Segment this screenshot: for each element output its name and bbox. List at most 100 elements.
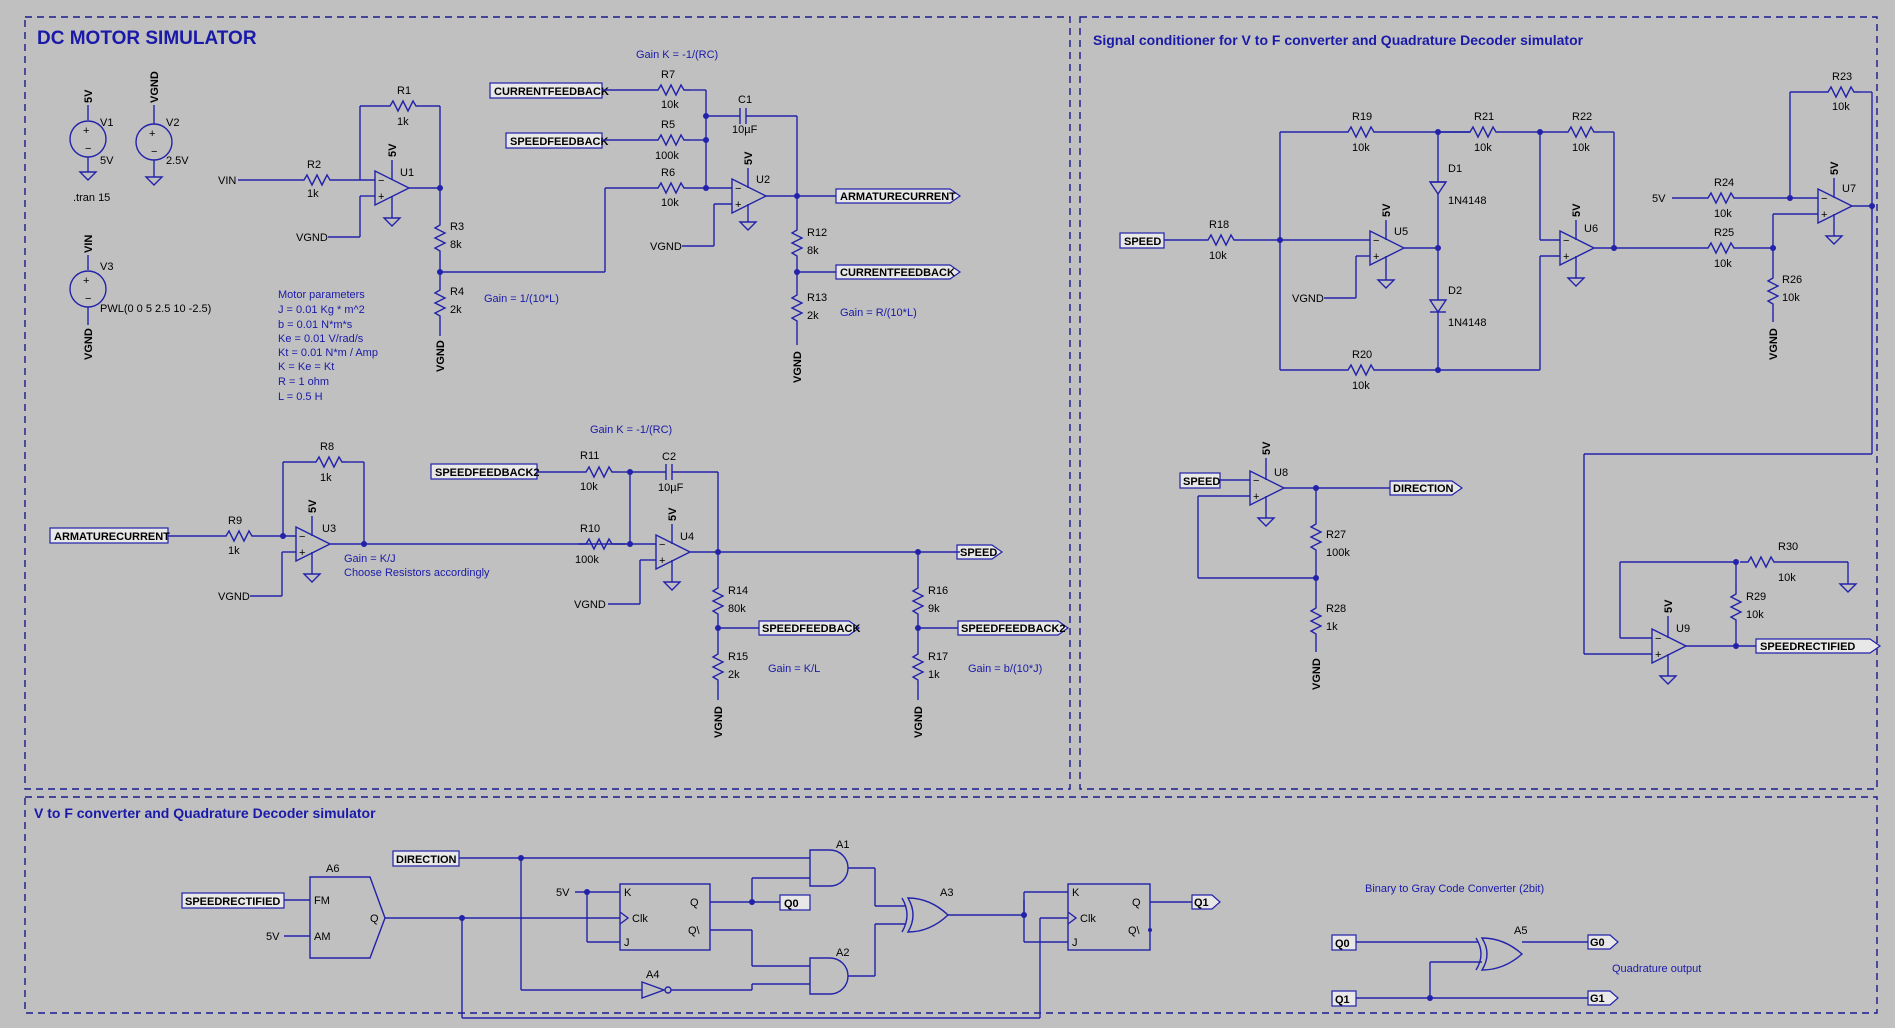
- svg-text:FM: FM: [314, 895, 330, 907]
- v1-net-label: 5V: [83, 89, 95, 103]
- svg-text:5V: 5V: [1663, 599, 1675, 613]
- flag-currentfeedback-out: [835, 264, 962, 280]
- d1-value: 1N4148: [1448, 195, 1487, 207]
- svg-text:+: +: [83, 275, 89, 287]
- svg-text:5V: 5V: [667, 507, 679, 521]
- svg-text:U4: U4: [680, 531, 694, 543]
- frame-signal-conditioner: [1079, 16, 1878, 790]
- svg-text:−: −: [151, 146, 157, 158]
- svg-text:VGND: VGND: [218, 591, 250, 603]
- flag-speed-out: [956, 544, 1004, 560]
- tran-directive: .tran 15: [73, 192, 110, 204]
- r16-name: R16: [928, 585, 948, 597]
- motor-param-6: R = 1 ohm: [278, 376, 329, 388]
- r27-value: 100k: [1326, 547, 1350, 559]
- svg-text:SPEED: SPEED: [1183, 476, 1220, 488]
- gate-a1: [809, 849, 849, 887]
- svg-text:+: +: [1821, 209, 1827, 221]
- svg-text:SPEEDFEEDBACK2: SPEEDFEEDBACK2: [961, 623, 1066, 635]
- svg-text:5V: 5V: [266, 931, 280, 943]
- r17-name: R17: [928, 651, 948, 663]
- r27-name: R27: [1326, 529, 1346, 541]
- svg-text:5V: 5V: [743, 151, 755, 165]
- svg-text:Q1: Q1: [1335, 994, 1350, 1006]
- flag-speedrectified-out: [1755, 638, 1882, 654]
- r4-name: R4: [450, 286, 464, 298]
- v1-name: V1: [100, 117, 113, 129]
- svg-text:SPEEDFEEDBACK2: SPEEDFEEDBACK2: [435, 467, 540, 479]
- stage-u1: VIN R2 1k −+ U1 5V VGND R1 1k R3 8k: [218, 85, 650, 372]
- source-v3[interactable]: +− VIN VGND V3 PWL(0 0 5 2.5 10 -2.5): [69, 235, 211, 360]
- svg-text:−: −: [1563, 235, 1569, 247]
- c1-name: C1: [738, 94, 752, 106]
- svg-text:Q0: Q0: [1335, 938, 1350, 950]
- svg-text:CURRENTFEEDBACK: CURRENTFEEDBACK: [840, 267, 955, 279]
- svg-text:−: −: [299, 531, 305, 543]
- svg-text:VGND: VGND: [913, 706, 925, 738]
- svg-text:+: +: [149, 128, 155, 140]
- svg-text:VGND: VGND: [792, 351, 804, 383]
- r16-value: 9k: [928, 603, 940, 615]
- source-v2[interactable]: +− VGND V2 2.5V: [135, 71, 189, 186]
- r7-value: 10k: [661, 99, 679, 111]
- stage-u3: ARMATURECURRENT R9 1k R8 1k −+ U3 5V VGN…: [49, 441, 626, 603]
- flipflop-1: [619, 883, 711, 951]
- title-vtof: V to F converter and Quadrature Decoder …: [34, 805, 376, 821]
- svg-text:VGND: VGND: [574, 599, 606, 611]
- motor-param-0: Motor parameters: [278, 289, 365, 301]
- v1-value: 5V: [100, 155, 114, 167]
- r5-value: 100k: [655, 150, 679, 162]
- u1-supply: 5V: [387, 143, 399, 157]
- r30-value: 10k: [1778, 572, 1796, 584]
- stage-rectifier: SPEED R18 10k R19 10k R20 10k −+ U5 5V V…: [1119, 111, 1773, 392]
- r13-value: 2k: [807, 310, 819, 322]
- svg-text:U8: U8: [1274, 467, 1288, 479]
- r25-value: 10k: [1714, 258, 1732, 270]
- source-v1[interactable]: +− 5V V1 5V .tran 15: [69, 89, 114, 204]
- svg-text:A6: A6: [326, 863, 339, 875]
- r24-value: 10k: [1714, 208, 1732, 220]
- c2-name: C2: [662, 451, 676, 463]
- r2-value: 1k: [307, 188, 319, 200]
- r11-name: R11: [580, 450, 599, 462]
- svg-text:G0: G0: [1590, 937, 1605, 949]
- svg-text:−: −: [1253, 475, 1259, 487]
- svg-text:+: +: [1373, 251, 1379, 263]
- r28-value: 1k: [1326, 621, 1338, 633]
- svg-text:+: +: [378, 191, 384, 203]
- r25-name: R25: [1714, 227, 1734, 239]
- r10-value: 100k: [575, 554, 599, 566]
- motor-param-3: Ke = 0.01 V/rad/s: [278, 333, 364, 345]
- svg-text:A4: A4: [646, 969, 659, 981]
- r19-value: 10k: [1352, 142, 1370, 154]
- svg-text:Q0: Q0: [784, 898, 799, 910]
- stage-u4: Gain K = -1/(RC) SPEEDFEEDBACK2 R11 10k …: [430, 424, 1070, 738]
- r30-name: R30: [1778, 541, 1798, 553]
- r15-name: R15: [728, 651, 748, 663]
- r2-name: R2: [307, 159, 321, 171]
- svg-text:U6: U6: [1584, 223, 1598, 235]
- stage-vtof: SPEEDRECTIFIED A6 FM AM Q 5V DIRECTION K…: [181, 839, 1701, 1019]
- motor-param-4: Kt = 0.01 N*m / Amp: [278, 347, 378, 359]
- v2-value: 2.5V: [166, 155, 189, 167]
- svg-text:J: J: [1072, 937, 1078, 949]
- r5-name: R5: [661, 119, 675, 131]
- stage-u8: SPEED −+ U8 5V DIRECTION R27 100k R28 1k…: [1179, 441, 1464, 690]
- svg-text:SPEEDRECTIFIED: SPEEDRECTIFIED: [185, 896, 280, 908]
- d2-name: D2: [1448, 285, 1462, 297]
- svg-text:DIRECTION: DIRECTION: [1393, 483, 1454, 495]
- r6-value: 10k: [661, 197, 679, 209]
- r9-value: 1k: [228, 545, 240, 557]
- stage-u7: 5V R24 10k R23 10k −+ U7 5V R26 10k VGND: [1583, 71, 1875, 655]
- stage-u2: Gain K = -1/(RC) CURRENTFEEDBACK R7 10k …: [489, 49, 962, 383]
- r8-name: R8: [320, 441, 334, 453]
- r9-name: R9: [228, 515, 242, 527]
- svg-text:VGND: VGND: [713, 706, 725, 738]
- svg-text:K: K: [624, 887, 632, 899]
- v2-net-label: VGND: [149, 71, 161, 103]
- r1-name: R1: [397, 85, 411, 97]
- svg-text:5V: 5V: [1829, 161, 1841, 175]
- r10-name: R10: [580, 523, 600, 535]
- gate-a2: [809, 957, 849, 995]
